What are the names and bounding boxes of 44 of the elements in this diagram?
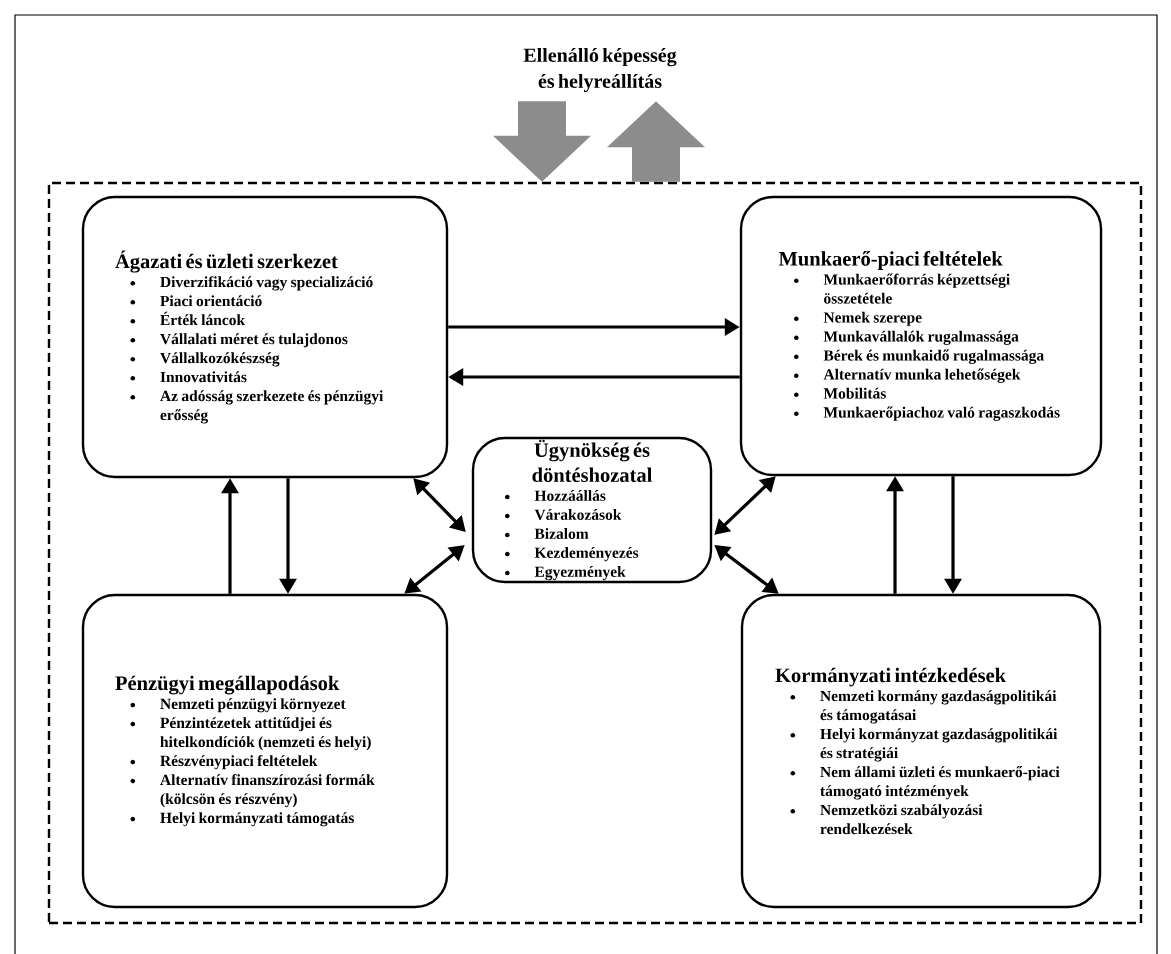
- bullet-item: Helyi kormányzat gazdaságpolitikái és stratégiái: [820, 728, 1058, 762]
- rounded-box: [740, 593, 1102, 909]
- bullet-item: Hozzáállás: [534, 490, 606, 501]
- bullet-item: Pénzintézetek attitűdjei és hitelkondíciók (nemzeti és helyi): [160, 717, 371, 751]
- bullet-item: Vállalkozókészség: [160, 352, 280, 367]
- bullet-item: Alternatív finanszírozási formák (kölcsön és részvény): [160, 774, 375, 808]
- heading: Munkaerő-piaci feltételek: [778, 251, 1003, 270]
- bullet-item: Nemzeti kormány gazdaságpolitikái és támogatásai: [820, 690, 1057, 724]
- bullet-item: Mobilitás: [823, 387, 886, 399]
- bullet-item: Bérek és munkaidő rugalmassága: [823, 349, 1044, 364]
- rounded-box: [81, 195, 449, 479]
- heading: Ügynökség és döntéshozatal: [532, 439, 652, 483]
- rounded-box: [81, 593, 449, 909]
- bullet-item: Egyezmények: [534, 566, 626, 581]
- bullet-item: Kezdeményezés: [534, 547, 639, 562]
- bullet-item: Várakozások: [534, 509, 622, 521]
- bullet-item: Részvénypiaci feltételek: [160, 755, 318, 770]
- bullet-item: Innovativitás: [160, 371, 247, 383]
- bullet-item: Nemzeti pénzügyi környezet: [160, 698, 346, 713]
- heading: Kormányzati intézkedések: [775, 667, 1007, 687]
- heading: Pénzügyi megállapodások: [115, 675, 340, 695]
- bullet-item: Piaci orientáció: [160, 295, 262, 307]
- bullet-item: Nem állami üzleti és munkaerő-piaci támogató intézmények: [820, 766, 1060, 800]
- block-arrow: [607, 101, 705, 182]
- dashed-boundary: [47, 181, 1143, 925]
- heading: Ágazati és üzleti szerkezet: [115, 250, 338, 273]
- bullet-item: Helyi kormányzati támogatás: [160, 812, 354, 827]
- bullet-item: Alternatív munka lehetőségek: [823, 368, 1021, 383]
- rounded-box: [471, 436, 713, 584]
- double-arrow: [714, 476, 776, 535]
- bullet-item: Munkaerőpiachoz való ragaszkodás: [823, 406, 1060, 421]
- bullet-item: Diverzifikáció vagy specializáció: [160, 276, 373, 291]
- bullet-item: Nemzetközi szabályozási rendelkezések: [820, 804, 983, 835]
- bullet-item: Bizalom: [534, 528, 589, 539]
- double-arrow: [413, 478, 466, 532]
- bullet-item: Nemek szerepe: [823, 311, 922, 326]
- block-arrow: [493, 101, 591, 182]
- title: Ellenálló képesség és helyreállítás: [523, 47, 677, 93]
- bullet-item: Vállalati méret és tulajdonos: [160, 333, 348, 348]
- rounded-box: [739, 195, 1103, 477]
- bullet-item: Munkaerőforrás képzettségi összetétele: [823, 273, 1010, 304]
- bullet-item: Munkavállalók rugalmassága: [823, 330, 1019, 345]
- bullet-item: Az adósság szerkezete és pénzügyi erősség: [160, 390, 384, 424]
- bullet-item: Érték láncok: [160, 311, 246, 326]
